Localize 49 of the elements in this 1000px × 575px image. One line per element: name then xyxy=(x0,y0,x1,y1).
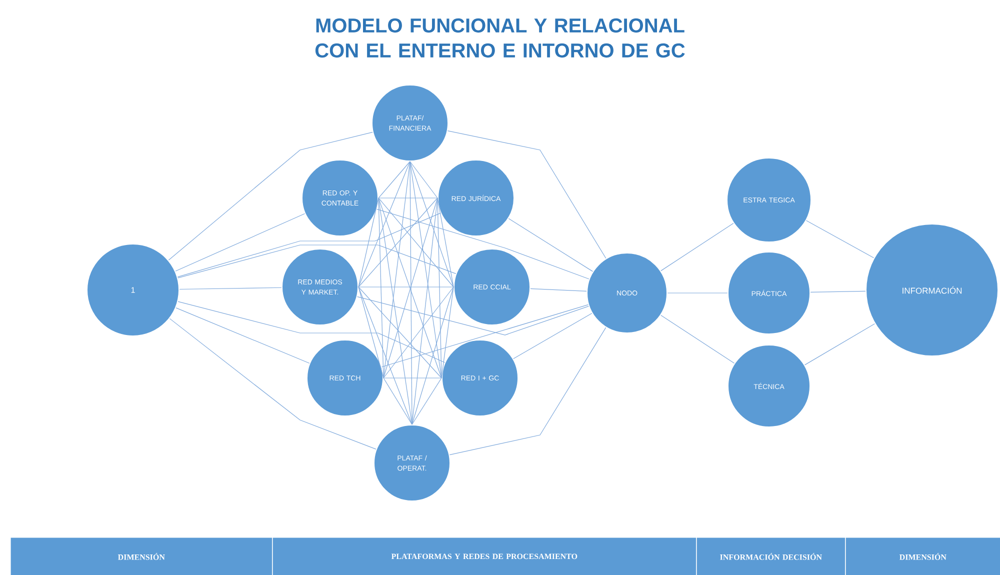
connector-line xyxy=(356,296,590,336)
connector-line xyxy=(358,286,384,378)
connector-line xyxy=(437,198,442,378)
title: MODELO FUNCIONAL Y RELACIONAL CON EL ENTERNO E INTORNO DE GC xyxy=(315,18,685,58)
connector-line xyxy=(378,161,410,198)
connector-line xyxy=(168,132,373,260)
connector-line xyxy=(410,161,454,288)
connector-line xyxy=(383,378,412,425)
connector-line xyxy=(177,212,441,278)
connector-line xyxy=(410,161,438,198)
connector-line xyxy=(378,198,454,288)
connector-line xyxy=(178,301,446,363)
circle-node: INFORMACIÓN xyxy=(866,224,999,356)
connector-line xyxy=(169,318,376,450)
connector-line xyxy=(449,327,606,456)
circle-node: 1 xyxy=(86,244,180,336)
connector-line xyxy=(382,304,589,368)
connector-line xyxy=(806,220,874,258)
connector-line xyxy=(513,312,592,360)
connector-line xyxy=(378,198,412,425)
connector-line xyxy=(358,286,454,288)
connector-line xyxy=(447,130,606,259)
connector-line xyxy=(508,218,594,272)
connector-line xyxy=(383,286,454,378)
table-header-cell: INFORMACIÓN DECISIÓN xyxy=(696,537,846,575)
connector-line xyxy=(441,286,454,378)
connector-line xyxy=(412,286,454,425)
connector-line xyxy=(810,290,866,293)
connector-line xyxy=(667,292,728,294)
connector-line xyxy=(412,198,438,425)
connector-line xyxy=(437,198,454,288)
connector-line xyxy=(660,222,734,272)
connector-line xyxy=(175,213,306,272)
connector-line xyxy=(358,198,379,288)
connector-line xyxy=(530,288,587,292)
connector-line xyxy=(358,198,438,288)
table-header-cell: DIMENSIÓN xyxy=(10,537,273,575)
table-header-cell: DIMENSIÓN xyxy=(845,537,1000,575)
connector-line xyxy=(178,244,456,278)
connector-line xyxy=(804,323,876,366)
connector-line xyxy=(358,161,410,288)
connector-line xyxy=(376,208,590,280)
connector-line xyxy=(358,286,412,425)
connector-line xyxy=(179,287,282,290)
connector-line xyxy=(412,378,442,425)
connector-line xyxy=(660,314,735,364)
connector-line xyxy=(358,286,442,378)
connector-line xyxy=(176,308,310,364)
connector-line xyxy=(378,198,384,378)
